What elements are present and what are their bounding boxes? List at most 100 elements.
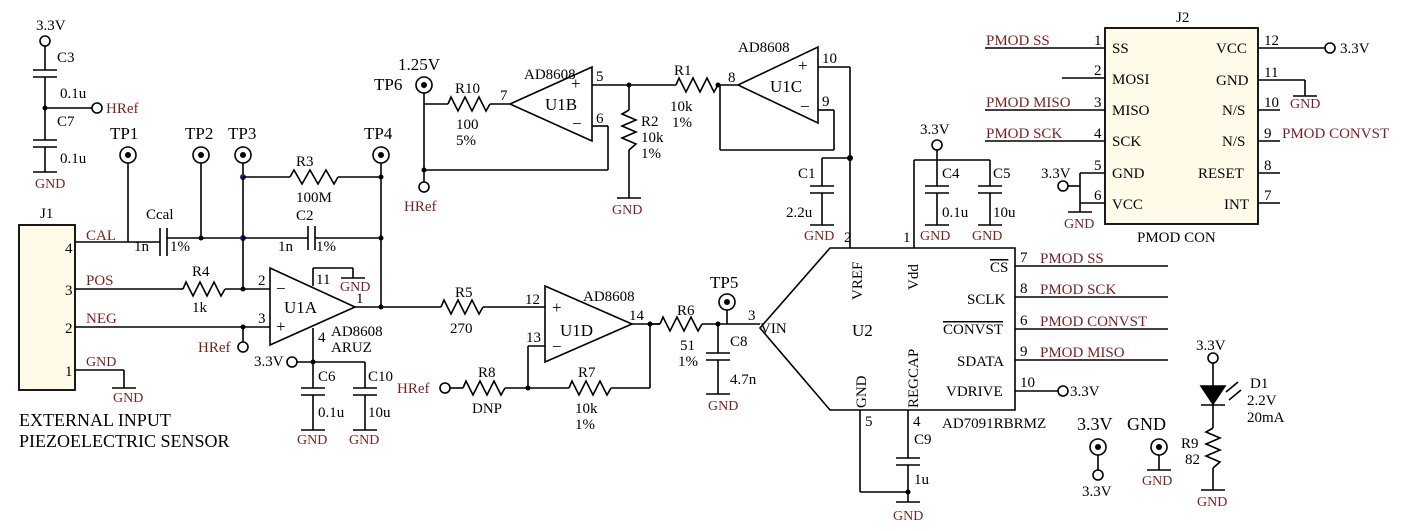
j2-pin-10: 10 bbox=[1264, 95, 1279, 111]
u1c-pin-9: 9 bbox=[822, 94, 830, 110]
u1d-part: AD8608 bbox=[583, 289, 635, 305]
u1a-part-2: ARUZ bbox=[331, 340, 372, 356]
d1-supply: 3.3V bbox=[1196, 338, 1226, 354]
gnd-label-c10: GND bbox=[349, 433, 379, 448]
href-r10: HRef bbox=[404, 199, 437, 215]
r6-val: 51 bbox=[680, 338, 695, 354]
u2-pin-8: 8 bbox=[1020, 281, 1028, 297]
pad-33-supply: 3.3V bbox=[1082, 484, 1112, 500]
c1-val: 2.2u bbox=[786, 205, 813, 221]
u1c-pin-10: 10 bbox=[822, 51, 837, 67]
r10-tol: 5% bbox=[456, 133, 476, 149]
c6-val: 0.1u bbox=[318, 405, 345, 421]
u1a-pin-1: 1 bbox=[356, 291, 364, 307]
c4-supply: 3.3V bbox=[920, 122, 950, 138]
j2-name-mosi: MOSI bbox=[1112, 72, 1150, 88]
decoupling-c3-c7: 3.3V C3 0.1u HRef C7 0.1u GND bbox=[33, 18, 139, 192]
u1b-ref: U1B bbox=[545, 95, 577, 114]
c7-val: 0.1u bbox=[60, 151, 87, 167]
gnd-label-j2-left: GND bbox=[1064, 217, 1094, 232]
gnd-label-j2-right: GND bbox=[1290, 97, 1320, 112]
r2-ref: R2 bbox=[641, 114, 659, 130]
j2-ref: J2 bbox=[1176, 10, 1189, 26]
gnd-label-u1a: GND bbox=[340, 280, 370, 295]
c2-tol: 1% bbox=[316, 239, 336, 255]
j2-name-ss: SS bbox=[1112, 41, 1129, 57]
r6-tol: 1% bbox=[678, 354, 698, 370]
c4-val: 0.1u bbox=[942, 205, 969, 221]
c5-ref: C5 bbox=[993, 166, 1011, 182]
u1d-ref: U1D bbox=[560, 321, 593, 340]
gnd-label-c9: GND bbox=[893, 509, 923, 524]
u2-pin-7: 7 bbox=[1020, 250, 1028, 266]
net-pmod-sck-u2: PMOD SCK bbox=[1040, 282, 1116, 298]
j2-pin-8: 8 bbox=[1264, 158, 1272, 174]
j2-name-vcc-right: VCC bbox=[1216, 41, 1247, 57]
gnd-label-c4: GND bbox=[920, 229, 950, 244]
stage-u1b: 1.25V TP6 HRef R10 100 5% + − U1B AD8608… bbox=[374, 55, 676, 218]
u2-vdrive: VDRIVE bbox=[946, 384, 1003, 400]
u1b-pin-5: 5 bbox=[596, 69, 604, 85]
c5-val: 10u bbox=[993, 205, 1016, 221]
tp3-label: TP3 bbox=[228, 124, 256, 143]
u2-vdd: Vdd bbox=[906, 264, 922, 290]
tp6-voltage: 1.25V bbox=[398, 55, 441, 74]
u1a-pin-11: 11 bbox=[316, 272, 330, 288]
rc-filter: R6 51 1% TP5 C8 4.7n GND 3 bbox=[647, 273, 760, 414]
stage-u1d: R5 270 + − U1D AD8608 12 13 14 HRef R8 D… bbox=[381, 284, 660, 433]
r1-val: 10k bbox=[670, 99, 693, 115]
j2-pin-9: 9 bbox=[1264, 126, 1272, 142]
u1a-supply: 3.3V bbox=[254, 354, 284, 370]
c2-ref: C2 bbox=[296, 208, 314, 224]
decoupling-c4-c5: 3.3V C4 0.1u GND C5 10u GND bbox=[914, 122, 1016, 244]
r5-val: 270 bbox=[450, 321, 473, 337]
r1-ref: R1 bbox=[674, 63, 692, 79]
gnd-label-c7: GND bbox=[35, 177, 65, 192]
ccal-val: 1n bbox=[134, 239, 150, 255]
c8-val: 4.7n bbox=[730, 372, 757, 388]
gnd-label-j1: GND bbox=[113, 391, 143, 406]
u2-pin-3: 3 bbox=[748, 308, 756, 324]
u1a-pin-4: 4 bbox=[318, 330, 326, 346]
j2-name-vcc: VCC bbox=[1112, 197, 1143, 213]
gnd-label-c6: GND bbox=[297, 433, 327, 448]
u1d-pin-14: 14 bbox=[629, 308, 645, 324]
ccal-ref: Ccal bbox=[146, 207, 174, 223]
net-pos: POS bbox=[86, 273, 114, 289]
href-r8: HRef bbox=[397, 381, 430, 397]
power-indicators: 3.3V 3.3V GND GND 3.3V D1 2.2V 20mA R9 8… bbox=[1077, 338, 1285, 510]
gnd-label-r2: GND bbox=[612, 203, 642, 218]
r10-val: 100 bbox=[456, 117, 479, 133]
href-c3: HRef bbox=[106, 101, 139, 117]
pad-33-label: 3.3V bbox=[1077, 414, 1113, 434]
c10-ref: C10 bbox=[368, 369, 393, 385]
c9-val: 1u bbox=[914, 472, 930, 488]
u2-pin-4: 4 bbox=[913, 414, 921, 430]
c9-ref: C9 bbox=[914, 432, 932, 448]
tp5-label: TP5 bbox=[710, 273, 738, 292]
j1-caption-2: PIEZOELECTRIC SENSOR bbox=[19, 431, 230, 451]
net-pmod-ss-j2: PMOD SS bbox=[986, 33, 1050, 49]
tp2-label: TP2 bbox=[185, 124, 213, 143]
c10-val: 10u bbox=[368, 405, 391, 421]
j1-pin-4: 4 bbox=[65, 241, 73, 257]
r8-val: DNP bbox=[472, 401, 502, 417]
tp4-label: TP4 bbox=[364, 124, 393, 143]
j2-pin-12: 12 bbox=[1264, 33, 1279, 49]
r7-val: 10k bbox=[575, 401, 598, 417]
adc-u2: VIN U2 2 VREF 1 Vdd GND REGCAP CS SCLK C… bbox=[758, 160, 1168, 524]
u1c-plus: + bbox=[798, 56, 808, 75]
u1b-part: AD8608 bbox=[524, 67, 576, 83]
u2-pin-5: 5 bbox=[865, 414, 873, 430]
r2-val: 10k bbox=[641, 130, 664, 146]
u2-pin-1: 1 bbox=[903, 230, 911, 246]
u2-sclk: SCLK bbox=[967, 292, 1006, 308]
j2-pin-6: 6 bbox=[1094, 188, 1102, 204]
stage-u1c: R1 10k 1% + − U1C AD8608 8 10 9 C1 2.2u … bbox=[670, 40, 853, 258]
c3-ref: C3 bbox=[57, 50, 75, 66]
j2-name-int: INT bbox=[1224, 197, 1249, 213]
u2-regcap: REGCAP bbox=[906, 349, 922, 408]
j2-pin-2: 2 bbox=[1094, 63, 1102, 79]
u2-pin-6: 6 bbox=[1020, 313, 1028, 329]
